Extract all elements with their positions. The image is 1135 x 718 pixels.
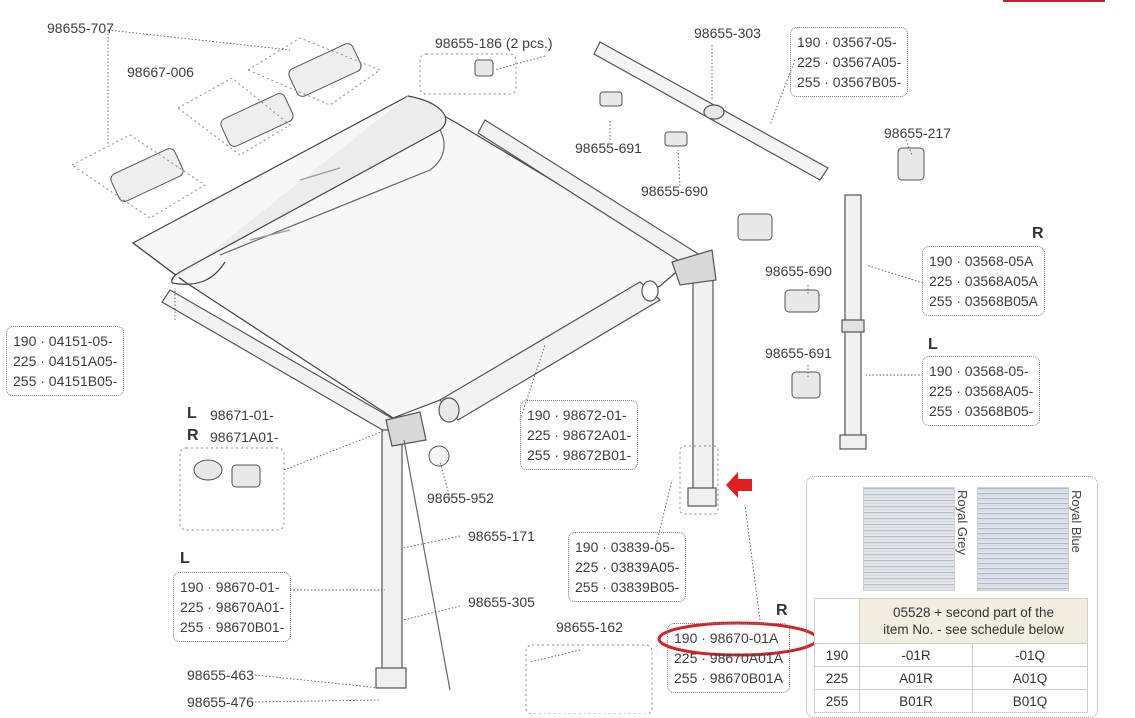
box-line: 225 · 03568A05- (929, 383, 1034, 399)
table-cell: 225 (814, 666, 860, 690)
table-cell: B01R (859, 689, 973, 713)
label-98655-171: 98655-171 (468, 528, 535, 544)
right-leg (671, 249, 717, 507)
side-marker-l-left: L (180, 550, 190, 567)
label-98655-303: 98655-303 (694, 25, 761, 41)
top-accent-bar (1003, 0, 1105, 2)
schedule-table: 05528 + second part of the item No. - se… (814, 598, 1088, 713)
box-line: 255 · 03567B05- (797, 74, 902, 90)
label-98655-691-right: 98655-691 (765, 345, 832, 361)
box-98670-left: 190 · 98670-01- 225 · 98670A01- 255 · 9867… (173, 572, 292, 642)
side-marker-l-right: L (928, 336, 938, 353)
box-line: 225 · 03567A05- (797, 54, 902, 70)
side-marker-r-bottom: R (776, 602, 788, 619)
schedule-header-line: item No. - see schedule below (883, 622, 1064, 637)
table-row: 190 -01R -01Q (814, 643, 1088, 667)
box-line: 225 · 03839A05- (575, 559, 680, 575)
rear-post (839, 194, 867, 450)
label-98655-952: 98655-952 (427, 490, 494, 506)
table-cell: 255 (814, 689, 860, 713)
hinge-side-r: R (187, 427, 199, 444)
label-98655-305: 98655-305 (468, 594, 535, 610)
swatch-royal-grey (863, 487, 955, 591)
roller-bar-top (593, 41, 829, 181)
table-cell: A01R (859, 666, 973, 690)
label-98655-186: 98655-186 (2 pcs.) (435, 35, 553, 51)
box-line: 190 · 03567-05- (797, 34, 897, 50)
box-line: 255 · 98670B01- (180, 619, 285, 635)
label-98655-690-top: 98655-690 (641, 183, 708, 199)
box-line: 225 · 04151A05- (13, 353, 118, 369)
left-leg (375, 411, 451, 691)
box-line: 255 · 03568B05- (929, 403, 1034, 419)
table-row: 05528 + second part of the item No. - se… (814, 598, 1088, 644)
table-cell (814, 598, 860, 644)
highlight-arrow (726, 472, 752, 498)
box-line: 225 · 98670A01- (180, 599, 285, 615)
box-line: 225 · 98670A01A (674, 650, 783, 666)
table-cell: 190 (814, 643, 860, 667)
table-cell: A01Q (972, 666, 1088, 690)
box-line: 255 · 98670B01A (674, 670, 783, 686)
table-cell: -01Q (972, 643, 1088, 667)
schedule-header: 05528 + second part of the item No. - se… (859, 598, 1088, 644)
box-03568-right: 190 · 03568-05A 225 · 03568A05A 255 · 0356… (922, 246, 1045, 316)
label-98655-691-top: 98655-691 (575, 140, 642, 156)
box-03568-left: 190 · 03568-05- 225 · 03568A05- 255 · 0356… (922, 356, 1041, 426)
table-cell: -01R (859, 643, 973, 667)
hinge-side-l: L (187, 405, 197, 422)
label-98655-707: 98655-707 (47, 20, 114, 36)
label-98655-217: 98655-217 (884, 125, 951, 141)
hardware-parts (193, 59, 925, 488)
swatch-label-royal-grey: Royal Grey (955, 490, 970, 556)
box-line: 190 · 98670-01A (674, 630, 779, 646)
side-marker-r-top: R (1032, 225, 1044, 242)
box-line: 190 · 03568-05- (929, 363, 1029, 379)
box-line: 225 · 03568A05A (929, 273, 1038, 289)
box-03567: 190 · 03567-05- 225 · 03567A05- 255 · 0356… (790, 27, 909, 97)
roller-tube (438, 280, 662, 423)
label-98655-162: 98655-162 (556, 619, 623, 635)
box-line: 225 · 98672A01- (527, 427, 632, 443)
label-98655-690-right: 98655-690 (765, 263, 832, 279)
box-line: 255 · 03839B05- (575, 579, 680, 595)
box-line: 255 · 04151B05- (13, 373, 118, 389)
box-line: 190 · 03568-05A (929, 253, 1034, 269)
label-98655-463: 98655-463 (187, 667, 254, 683)
label-98671-01: 98671-01- (210, 407, 274, 423)
box-line: 190 · 98672-01- (527, 407, 627, 423)
table-row: 255 B01R B01Q (814, 689, 1088, 713)
box-98670-right: 190 · 98670-01A 225 · 98670A01A 255 · 9867… (667, 623, 790, 693)
box-line: 190 · 98670-01- (180, 579, 280, 595)
box-03839: 190 · 03839-05- 225 · 03839A05- 255 · 0383… (568, 532, 687, 602)
swatch-royal-blue (977, 487, 1069, 591)
box-98672: 190 · 98672-01- 225 · 98672A01- 255 · 9867… (520, 400, 639, 470)
label-98655-476: 98655-476 (187, 694, 254, 710)
schedule-header-line: 05528 + second part of the (893, 605, 1054, 620)
table-cell: B01Q (972, 689, 1088, 713)
mounting-brackets (110, 43, 362, 202)
box-line: 190 · 03839-05- (575, 539, 675, 555)
box-04151: 190 · 04151-05- 225 · 04151A05- 255 · 0415… (6, 326, 125, 396)
box-line: 255 · 03568B05A (929, 293, 1038, 309)
table-row: 225 A01R A01Q (814, 666, 1088, 690)
box-line: 255 · 98672B01- (527, 447, 632, 463)
swatch-label-royal-blue: Royal Blue (1069, 490, 1084, 553)
label-98671A01: 98671A01- (210, 429, 279, 445)
box-line: 190 · 04151-05- (13, 333, 113, 349)
label-98667-006: 98667-006 (127, 64, 194, 80)
